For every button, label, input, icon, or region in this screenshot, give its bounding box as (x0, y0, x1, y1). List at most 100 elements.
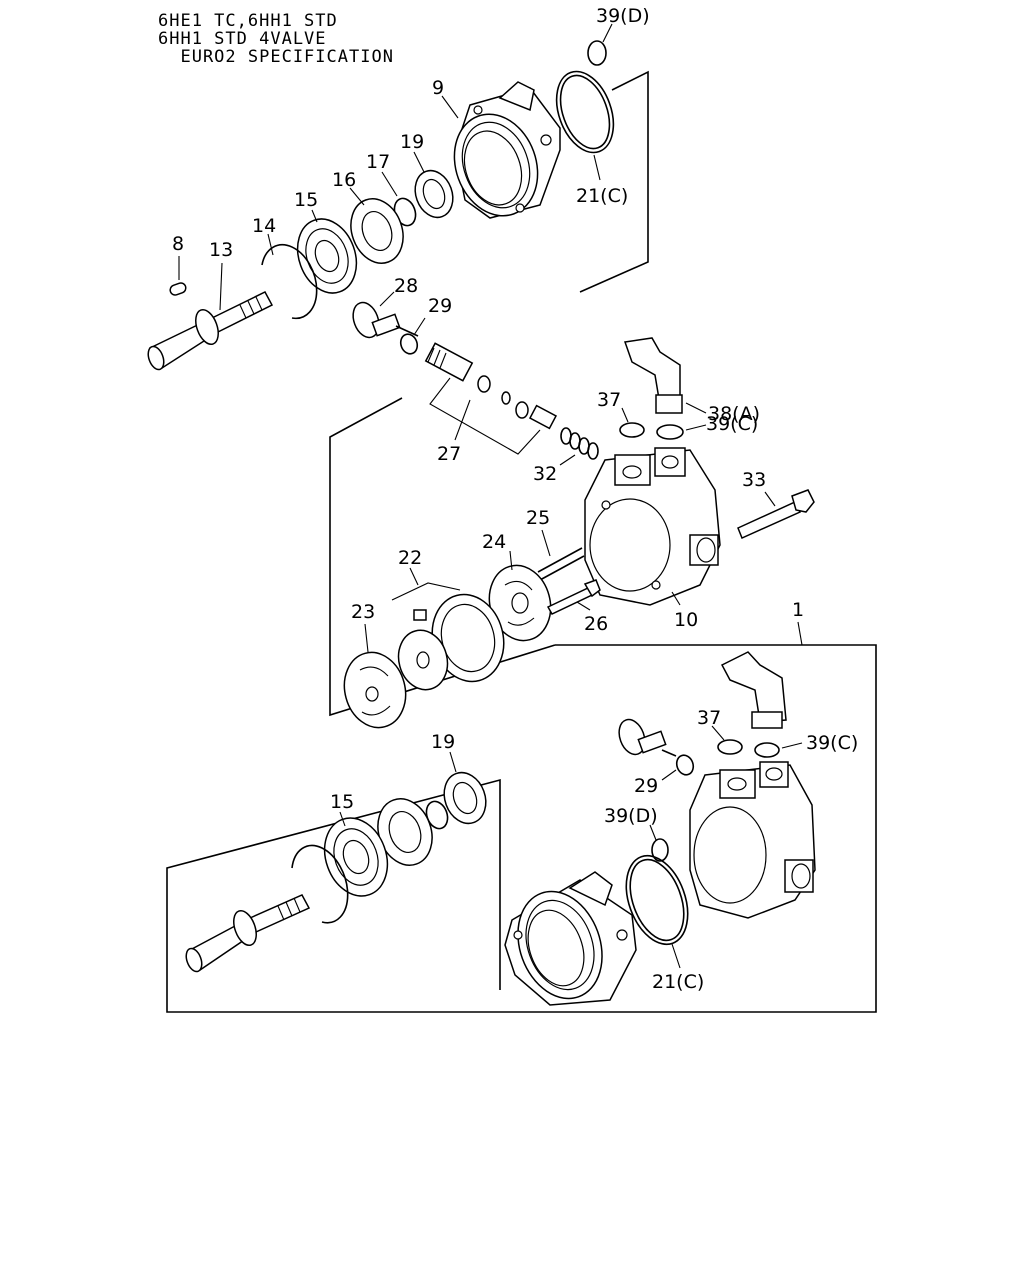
leader-25 (541, 529, 551, 557)
leader-15-low (339, 811, 346, 827)
bracket-22 (391, 582, 461, 601)
drive-shaft-lower (185, 894, 311, 973)
pump-body-lower (689, 761, 816, 919)
leader-32 (559, 454, 576, 466)
callout-25: 25 (526, 507, 550, 529)
callout-39c-low: 39(C) (806, 732, 858, 754)
leader-29-top (413, 317, 426, 336)
header-line-1: 6HE1 TC,6HH1 STD (158, 11, 338, 31)
flow-control-valve-27 (424, 342, 558, 430)
cartridge-22 (397, 593, 505, 691)
callout-29-top: 29 (428, 295, 452, 317)
o-ring-29-low (675, 754, 695, 776)
connector-38a (623, 337, 683, 414)
leader-15-top (311, 209, 318, 223)
leader-37-low (711, 725, 725, 741)
bracket-27 (429, 377, 541, 455)
front-housing-9 (453, 81, 561, 219)
leader-39d-low (649, 824, 657, 841)
upper-frame-line (579, 70, 649, 293)
callout-27: 27 (437, 443, 461, 465)
callout-39c-top-visible: 39(C) (706, 413, 758, 435)
o-ring-37-low (717, 739, 743, 755)
o-ring-21c-top (555, 70, 615, 154)
leader-39c-low (781, 742, 803, 749)
bolt-33 (737, 489, 815, 540)
callout-24: 24 (482, 531, 506, 553)
leader-21c-top (593, 154, 601, 181)
pump-body-10 (584, 447, 721, 606)
side-plate-23 (343, 651, 407, 729)
callout-10: 10 (674, 609, 698, 631)
leader-28 (379, 291, 395, 307)
callout-14: 14 (252, 215, 276, 237)
callout-26: 26 (584, 613, 608, 635)
leader-26 (576, 601, 591, 611)
leader-37-top (621, 407, 629, 423)
circlip-lower (291, 844, 349, 924)
connector-lower (720, 651, 787, 729)
leader-24 (509, 550, 513, 571)
o-ring-39c-low (754, 742, 780, 758)
callout-33: 33 (742, 469, 766, 491)
key-8 (169, 282, 187, 296)
callout-39d-low: 39(D) (604, 805, 658, 827)
leader-29-low (661, 769, 677, 781)
leader-39c-top (685, 424, 707, 431)
callout-22: 22 (398, 547, 422, 569)
callout-29-low: 29 (634, 775, 658, 797)
callout-1: 1 (792, 599, 804, 621)
leader-33 (764, 491, 776, 507)
leader-16 (349, 187, 365, 206)
leader-27 (454, 399, 471, 441)
leader-17 (381, 171, 398, 197)
callout-21c-low: 21(C) (652, 971, 704, 993)
leader-14 (267, 233, 274, 256)
pin-25 (537, 547, 583, 573)
leader-19-low (449, 751, 457, 773)
o-ring-39c-top (656, 424, 684, 440)
leader-10 (671, 591, 681, 606)
o-ring-21c-top-inner (559, 74, 611, 150)
header-line-3: EURO2 SPECIFICATION (158, 47, 394, 67)
bearing-15-top (296, 218, 358, 294)
o-ring-21c-low (625, 854, 689, 946)
o-ring-37-top (619, 422, 645, 438)
callout-21c-top: 21(C) (576, 185, 628, 207)
callout-15-top: 15 (294, 189, 318, 211)
spring-32 (560, 427, 599, 460)
assembly-1-frame (166, 644, 877, 1013)
leader-23 (364, 623, 369, 653)
bearing-15-low (323, 817, 389, 897)
callout-9: 9 (432, 77, 444, 99)
relief-plug-lower (618, 718, 677, 757)
callout-19-low: 19 (431, 731, 455, 753)
leader-38a (685, 402, 707, 414)
leader-22 (409, 567, 419, 586)
o-ring-39d-low (651, 838, 669, 862)
leader-39d-top (602, 23, 613, 43)
drive-shaft-13 (147, 291, 274, 371)
o-ring-29-top (399, 333, 419, 355)
vane (413, 609, 427, 621)
bolt-26 (546, 579, 601, 615)
callout-16: 16 (332, 169, 356, 191)
leader-19-top (413, 151, 425, 173)
callout-39d-top: 39(D) (596, 5, 650, 27)
leader-9 (441, 95, 459, 119)
o-ring-39d-top (587, 40, 607, 66)
callout-32: 32 (533, 463, 557, 485)
leader-21c-low (671, 943, 681, 969)
callout-13: 13 (209, 239, 233, 261)
callout-28: 28 (394, 275, 418, 297)
callout-37-low: 37 (697, 707, 721, 729)
callout-8: 8 (172, 233, 184, 255)
callout-23: 23 (351, 601, 375, 623)
callout-37-top: 37 (597, 389, 621, 411)
leader-1 (797, 621, 803, 646)
callout-15-low: 15 (330, 791, 354, 813)
callout-17: 17 (366, 151, 390, 173)
callout-38a: 38(A) (708, 403, 760, 425)
header-line-2: 6HH1 STD 4VALVE (158, 29, 327, 49)
